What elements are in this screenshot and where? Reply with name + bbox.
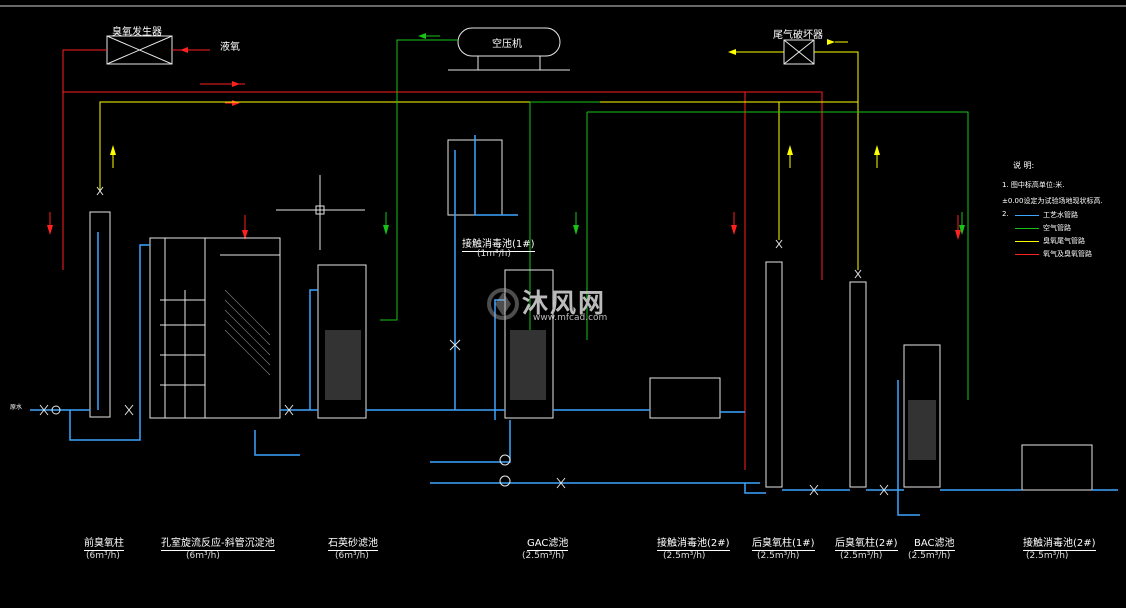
- legend-index-2: 2.: [1002, 210, 1009, 218]
- unit-flow-contact-2: (2.5m³/h): [663, 551, 706, 561]
- legend-item-air-label: 空气管路: [1043, 224, 1071, 232]
- unit-label-post-ozone-2: 后臭氧柱(2#): [835, 534, 898, 551]
- green-arrow-stems: [385, 35, 963, 228]
- legend-item-air: 空气管路: [1015, 223, 1071, 233]
- unit-label-contact-2b: 接触消毒池(2#): [1023, 534, 1096, 551]
- air-compressor-label: 空压机: [492, 39, 522, 50]
- red-arrow-stems: [49, 102, 959, 232]
- legend-item-water-label: 工艺水管路: [1043, 211, 1078, 219]
- legend-note-2: ±0.00设定为试验场地现状标高.: [1002, 197, 1103, 205]
- liquid-oxygen-label: 液氧: [220, 42, 240, 53]
- contact-tank-1-label: 接触消毒池(1#): [462, 235, 535, 252]
- process-tanks: [89, 139, 1093, 491]
- ozone-tail-gas-pipes: [99, 51, 859, 270]
- unit-label-gac: GAC滤池: [527, 534, 569, 551]
- unit-flow-sand-filter: (6m³/h): [335, 551, 369, 561]
- contact-tank-1-flow: (1m³/h): [477, 249, 511, 259]
- watermark-url: www.mfcad.com: [533, 313, 608, 323]
- unit-flow-sedimentation: (6m³/h): [186, 551, 220, 561]
- red-arrows: [47, 47, 961, 240]
- legend-item-oxygen: 氧气及臭氧管路: [1015, 249, 1092, 259]
- unit-label-pre-ozone: 前臭氧柱: [84, 534, 124, 551]
- air-pipes: [380, 39, 969, 400]
- unit-label-bac: BAC滤池: [914, 534, 955, 551]
- unit-flow-gac: (2.5m³/h): [522, 551, 565, 561]
- green-arrows: [383, 33, 965, 235]
- watermark-brand: 沐风网: [522, 289, 607, 319]
- unit-flow-contact-2b: (2.5m³/h): [1026, 551, 1069, 561]
- ozone-generator-label: 臭氧发生器: [112, 27, 162, 38]
- air-line-swatch: [1015, 227, 1039, 229]
- raw-water-label: 原水: [10, 404, 23, 411]
- crosshair-symbol: [276, 175, 365, 250]
- valves: [39, 186, 889, 496]
- unit-flow-pre-ozone: (6m³/h): [86, 551, 120, 561]
- legend-note-1: 1. 图中标高单位:米.: [1002, 181, 1065, 189]
- oxygen-ozone-pipes: [62, 49, 823, 470]
- legend-item-water: 工艺水管路: [1015, 210, 1078, 220]
- legend-item-oxygen-label: 氧气及臭氧管路: [1043, 250, 1092, 258]
- unit-label-contact-2: 接触消毒池(2#): [657, 534, 730, 551]
- air-compressor: [448, 27, 570, 71]
- unit-label-sedimentation: 孔室旋流反应-斜管沉淀池: [161, 534, 275, 551]
- unit-label-post-ozone-1: 后臭氧柱(1#): [752, 534, 815, 551]
- yellow-arrow-stems: [112, 41, 878, 168]
- watermark-logo-icon: [487, 288, 519, 320]
- tail-gas-destructor: [783, 39, 815, 65]
- legend-title: 说 明:: [1013, 161, 1035, 170]
- ozone-tail-line-swatch: [1015, 240, 1039, 242]
- oxygen-line-swatch: [1015, 253, 1039, 255]
- legend-item-ozone-tail-label: 臭氧尾气管路: [1043, 237, 1085, 245]
- unit-flow-bac: (2.5m³/h): [908, 551, 951, 561]
- unit-label-sand-filter: 石英砂滤池: [328, 534, 378, 551]
- tail-gas-destructor-label: 尾气破坏器: [773, 30, 823, 41]
- legend-item-ozone-tail: 臭氧尾气管路: [1015, 236, 1085, 246]
- unit-flow-post-ozone-1: (2.5m³/h): [757, 551, 800, 561]
- unit-flow-post-ozone-2: (2.5m³/h): [840, 551, 883, 561]
- ozone-generator: [106, 35, 173, 65]
- water-line-swatch: [1015, 214, 1039, 216]
- filter-media-hatch: [224, 289, 936, 460]
